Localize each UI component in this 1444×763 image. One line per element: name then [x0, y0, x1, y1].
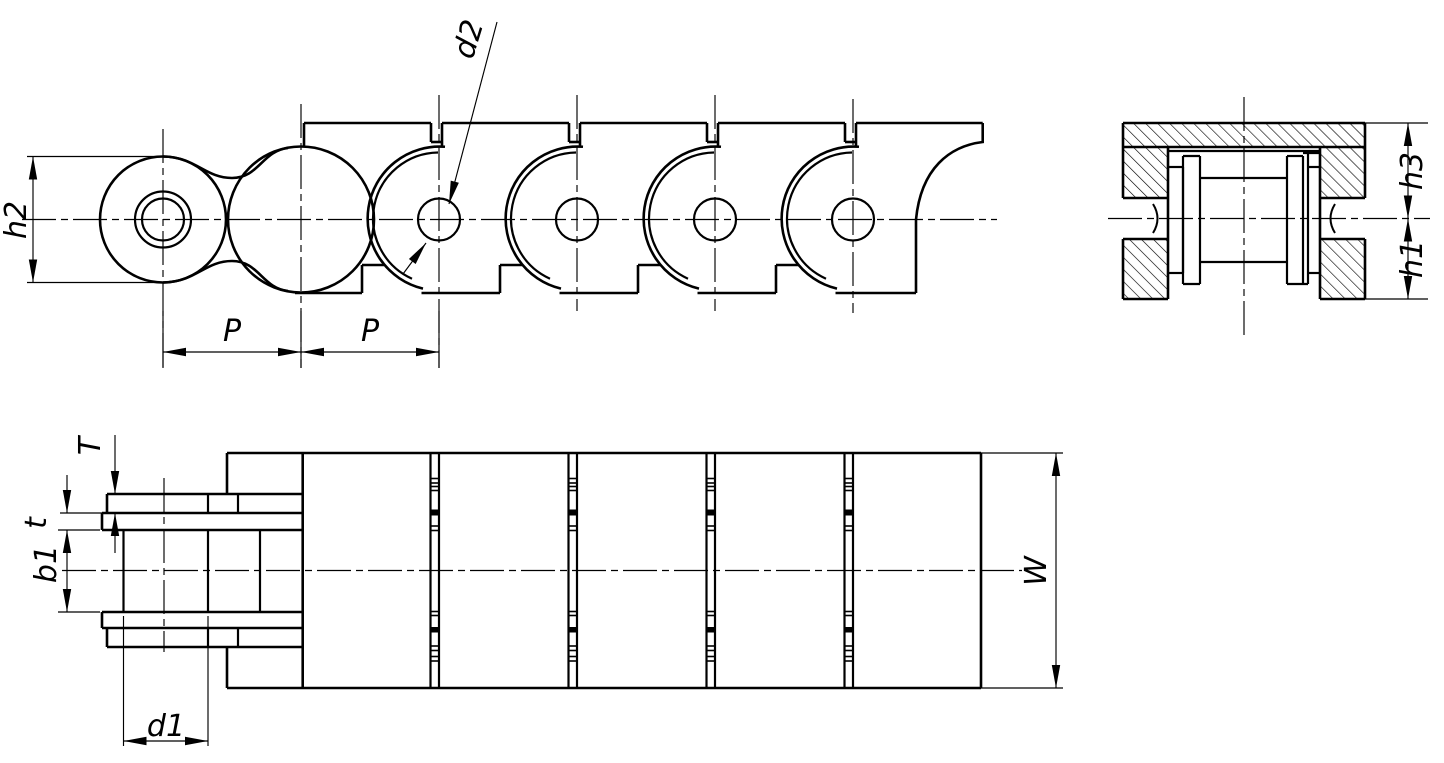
dim-label-h2: h2	[0, 201, 34, 239]
dim-label-h1: h1	[1395, 240, 1430, 278]
dimension-labels: h2 P P d2 h3 h1 T t b1 d1 W	[0, 16, 1430, 744]
dim-label-pitch-left: P	[223, 314, 242, 349]
dim-label-h3: h3	[1395, 152, 1430, 190]
dim-label-b1: b1	[29, 545, 64, 583]
dim-label-T: T	[73, 434, 108, 455]
dim-label-d2: d2	[447, 16, 492, 63]
side-view	[22, 21, 997, 368]
dim-label-W: W	[1019, 555, 1054, 586]
section-view	[1108, 97, 1430, 340]
dim-label-pitch-right: P	[361, 314, 380, 349]
dim-label-t: t	[19, 516, 54, 529]
plan-view	[58, 435, 1063, 746]
dim-label-d1: d1	[147, 709, 185, 744]
